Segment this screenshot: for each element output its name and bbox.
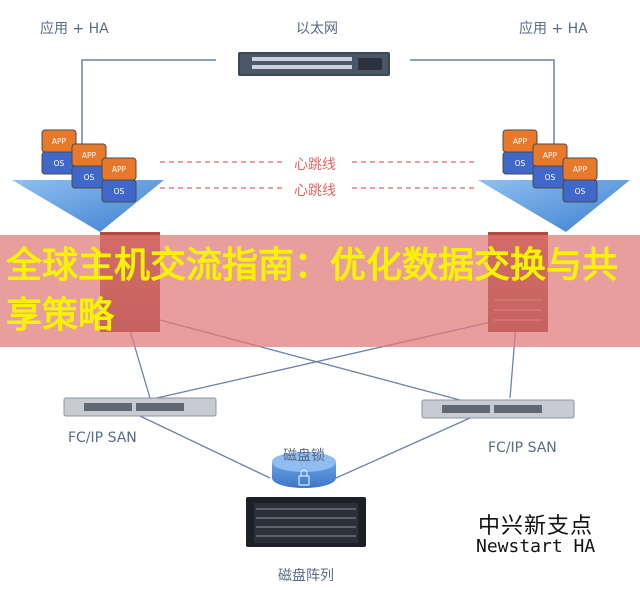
app-ha-left-label: 应用 + HA bbox=[40, 21, 109, 37]
ethernet-links bbox=[81, 59, 555, 178]
brand-name-en: Newstart HA bbox=[476, 536, 596, 557]
title-banner bbox=[0, 235, 640, 347]
san-left-label: FC/IP SAN bbox=[68, 430, 137, 446]
san-switch-icon bbox=[63, 397, 575, 419]
left-app-platform bbox=[12, 129, 164, 232]
right-stack-2-app: APP bbox=[543, 151, 558, 160]
left-ethernet-link bbox=[81, 59, 216, 178]
ethernet-label: 以太网 bbox=[296, 21, 338, 37]
heartbeat-label-1: 心跳线 bbox=[294, 157, 336, 173]
left-stack-2-os: OS bbox=[84, 173, 95, 182]
server-stack-icon bbox=[502, 129, 598, 203]
left-stack-2-app: APP bbox=[82, 151, 97, 160]
left-stack-3-os: OS bbox=[114, 187, 125, 196]
heartbeat-label-2: 心跳线 bbox=[294, 183, 336, 199]
app-ha-right-label: 应用 + HA bbox=[519, 21, 588, 37]
heartbeat-links bbox=[160, 161, 478, 189]
ethernet-switch-icon bbox=[238, 52, 390, 76]
left-stack-1-app: APP bbox=[52, 137, 67, 146]
disk-array-icon bbox=[246, 497, 366, 547]
right-stack-3 bbox=[562, 157, 598, 203]
right-stack-1-os: OS bbox=[515, 159, 526, 168]
right-stack-3-os: OS bbox=[575, 187, 586, 196]
left-san-switch bbox=[63, 397, 217, 417]
disk-lock-icon bbox=[272, 452, 336, 488]
banner-title: 全球主机交流指南：优化数据交换与共享策略 bbox=[6, 245, 619, 336]
right-app-platform bbox=[478, 129, 630, 232]
server-stack-icon bbox=[41, 129, 137, 203]
left-stack-1-os: OS bbox=[54, 159, 65, 168]
left-stack-2 bbox=[71, 143, 107, 189]
disk-array-label: 磁盘阵列 bbox=[278, 568, 334, 584]
left-san-to-storage bbox=[139, 415, 271, 479]
right-san-switch bbox=[421, 399, 575, 419]
right-stack-3-app: APP bbox=[573, 165, 588, 174]
disk-lock-label: 磁盘锁 bbox=[283, 448, 325, 464]
right-stack-1-app: APP bbox=[513, 137, 528, 146]
left-stack-3-app: APP bbox=[112, 165, 127, 174]
right-san-to-storage bbox=[335, 417, 471, 479]
right-ethernet-link bbox=[410, 59, 555, 178]
left-stack-3 bbox=[101, 157, 137, 203]
brand-name-cn: 中兴新支点 bbox=[478, 514, 594, 539]
san-right-label: FC/IP SAN bbox=[488, 440, 557, 456]
right-stack-2-os: OS bbox=[545, 173, 556, 182]
